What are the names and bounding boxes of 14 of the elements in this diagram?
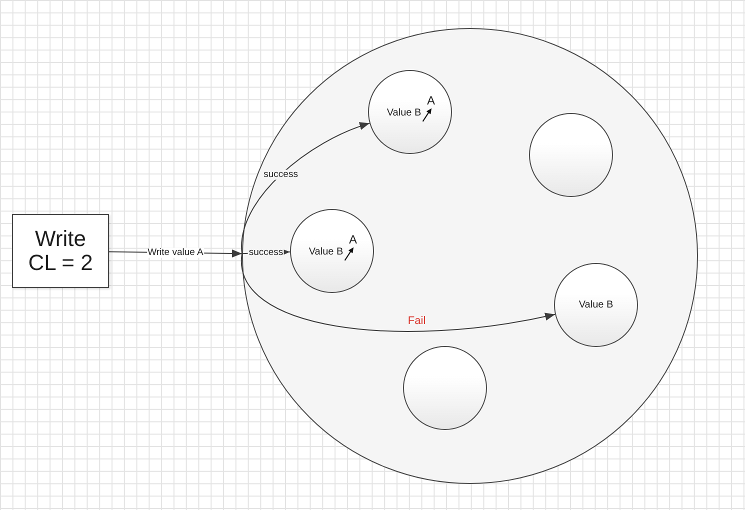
edge-label: Fail [406, 315, 427, 328]
edge-label: success [262, 169, 299, 180]
arrow [242, 253, 556, 332]
arrow [108, 249, 242, 258]
node-label: Value B [578, 300, 614, 310]
arrow [241, 122, 370, 254]
edge-label: success [248, 248, 284, 258]
process-box [12, 214, 109, 288]
node-label: A [349, 233, 357, 247]
node-label: Value B [386, 108, 422, 118]
node-label: Write CL = 2 [27, 226, 94, 276]
node-label: Value B [308, 246, 344, 258]
node-label: A [427, 94, 435, 108]
arrow [242, 248, 290, 256]
